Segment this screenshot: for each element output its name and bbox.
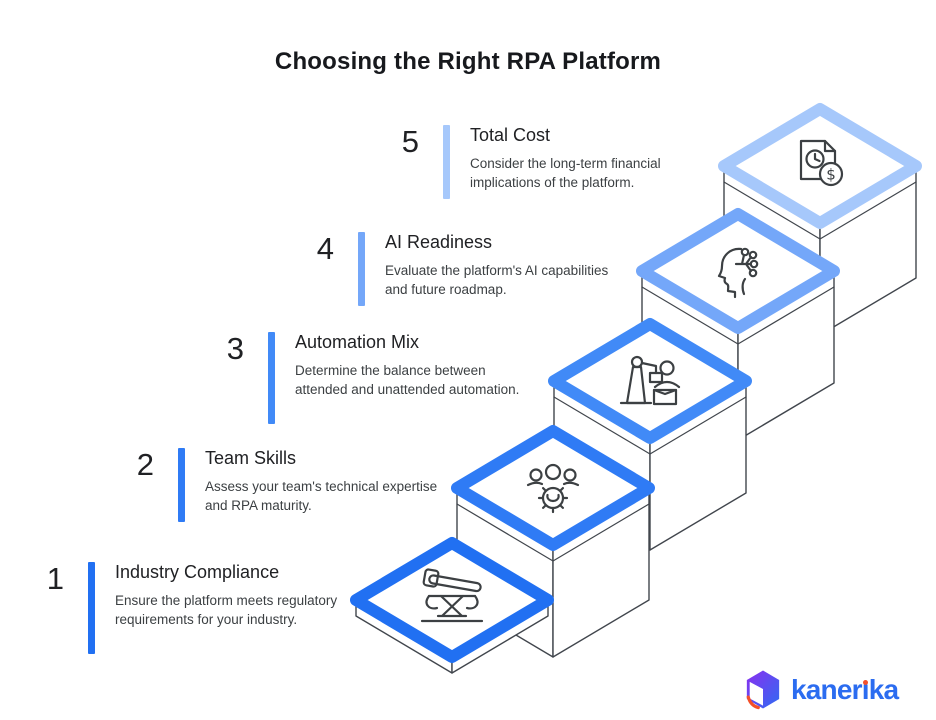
kanerika-logo: kanerıka [744,669,899,710]
step-accent-bar [443,125,450,199]
step-block-4: 4 AI Readiness Evaluate the platform's A… [286,229,625,306]
robot-arm-icon [619,355,681,406]
cost-invoice-icon: $ [799,139,844,187]
svg-text:$: $ [826,166,836,184]
staircase-graphic: $ [350,103,922,674]
step-title: AI Readiness [385,232,493,252]
step-accent-bar [358,232,365,306]
step-accent-bar [268,332,275,424]
step-title: Automation Mix [295,332,420,352]
step-accent-bar [178,448,185,522]
ai-head-icon [717,247,759,299]
step-description: Consider the long-term financial implica… [470,156,661,191]
step-description: Determine the balance between attended a… [295,363,520,398]
team-gear-icon [526,463,580,514]
step-block-2: 2 Team Skills Assess your team's technic… [106,445,445,522]
step-number: 3 [226,331,244,366]
step-description: Ensure the platform meets regulatory req… [115,593,338,628]
step-description: Evaluate the platform's AI capabilities … [385,263,609,298]
step-block-5: 5 Total Cost Consider the long-term fina… [371,122,710,199]
logo-i-dot: ı [861,673,870,705]
step-number: 4 [316,231,334,266]
step-block-3: 3 Automation Mix Determine the balance b… [196,329,535,424]
step-4-diamond [636,208,840,334]
step-title: Team Skills [205,448,297,468]
step-1-diamond [350,537,554,663]
step-title: Total Cost [470,125,551,145]
step-number: 5 [401,124,419,159]
logo-wordmark: kanerıka [791,673,899,705]
step-description: Assess your team's technical expertise a… [205,479,438,514]
gavel-compliance-icon [420,568,484,623]
page-title: Choosing the Right RPA Platform [274,48,662,75]
step-block-1: 1 Industry Compliance Ensure the platfor… [16,559,355,654]
step-title: Industry Compliance [115,562,280,582]
step-number: 2 [136,447,154,482]
step-number: 1 [46,561,64,596]
step-accent-bar [88,562,95,654]
kanerika-cube-icon [746,670,780,710]
